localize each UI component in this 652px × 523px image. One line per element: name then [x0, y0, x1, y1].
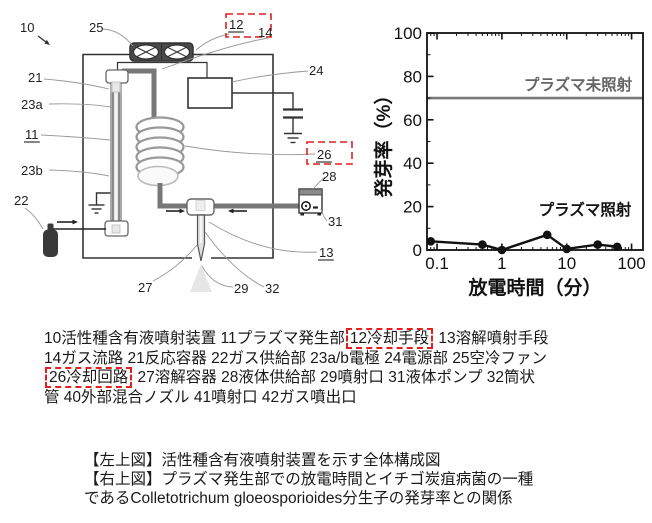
- spray-nozzle: [196, 214, 206, 262]
- y-tick-label: 80: [403, 67, 422, 86]
- reference-list-line: 26冷却回路 27溶解容器 28液体供給部 29噴射口 31液体ポンプ 32筒状: [44, 367, 629, 388]
- electrode-wire: [116, 61, 208, 78]
- caption-right-figure: 【右上図】プラズマ発生部での放電時間とイチゴ炭疽病菌の一種: [84, 471, 534, 488]
- data-point: [426, 237, 436, 246]
- data-point: [497, 245, 507, 255]
- reference-item-group: 14ガス流路 21反応容器 22ガス供給部 23a/b電極 24電源部 25空冷…: [44, 349, 548, 367]
- cooling-coil: [135, 116, 185, 187]
- reference-item-highlighted: 12冷却手段: [345, 328, 434, 349]
- figure-captions: 【左上図】活性種含有液噴射装置を示す全体構成図 【右上図】プラズマ発生部での放電…: [84, 451, 644, 508]
- x-axis-label: 放電時間（分）: [467, 276, 601, 299]
- t-junction: [186, 198, 215, 216]
- y-tick-label: 100: [394, 24, 422, 43]
- y-tick-label: 40: [403, 154, 422, 173]
- cooling-fan-icon: [129, 42, 194, 62]
- diagram-label-11: 11: [25, 127, 39, 142]
- apparatus-diagram: 10 25 12 14 24 21 23a 11 23b 22 26 28 31 13 27 29 32: [14, 13, 353, 296]
- diagram-label-28: 28: [322, 169, 336, 184]
- flow-arrows: [57, 208, 247, 225]
- germination-chart: 0.1 1 10 100 0 20 40 60 80 100 プラズマ未照射プラズマ照射放電時間（分…: [372, 24, 646, 299]
- diagram-reference-labels: 10 25 12 14 24 21 23a 11 23b 22 26 28 31 13 27 29 32: [14, 17, 342, 296]
- reference-item-group: 13溶解噴射手段: [434, 330, 549, 347]
- liquid-pipe-left: [157, 183, 188, 209]
- liquid-pump: [298, 188, 323, 216]
- reaction-vessel: [104, 69, 129, 237]
- diagram-label-10: 10: [20, 20, 34, 35]
- data-point: [562, 244, 572, 254]
- diagram-label-26: 26: [317, 147, 331, 162]
- caption-left-figure: 【左上図】活性種含有液噴射装置を示す全体構成図: [84, 452, 441, 469]
- gas-cylinder: [43, 223, 58, 257]
- reference-item-group: 10活性種含有液噴射装置 11プラズマ発生部: [44, 330, 345, 347]
- treated-series-label: プラズマ照射: [539, 200, 632, 219]
- capacitor-ground-symbol: [232, 92, 303, 144]
- data-point: [478, 240, 487, 249]
- diagram-label-14: 14: [258, 25, 272, 40]
- diagram-label-12: 12: [229, 17, 243, 32]
- data-point: [612, 242, 622, 252]
- diagram-label-24: 24: [309, 63, 323, 78]
- x-tick-label: 1: [497, 254, 506, 273]
- control-series-label: プラズマ未照射: [524, 75, 633, 94]
- y-tick-label: 20: [403, 198, 422, 217]
- x-tick-label: 0.1: [425, 254, 449, 273]
- diagram-label-27: 27: [138, 280, 152, 295]
- power-supply-box: [187, 77, 233, 109]
- reference-list-line: 管 40外部混合ノズル 41噴射口 42ガス噴出口: [44, 388, 629, 408]
- red-dashed-box-26: [306, 141, 353, 165]
- gas-flow-pipe: [122, 68, 157, 123]
- caption-right-figure-cont: であるColletotrichum gloeosporioides分生子の発芽率…: [84, 490, 513, 507]
- diagram-label-21: 21: [28, 70, 42, 85]
- plasma-treated-line: [430, 233, 618, 252]
- diagram-label-22: 22: [14, 193, 28, 208]
- spray-cone: [190, 264, 212, 292]
- y-tick-label: 60: [403, 111, 422, 130]
- diagram-label-25: 25: [89, 20, 103, 35]
- y-tick-label: 0: [413, 241, 422, 260]
- reference-item-highlighted: 26冷却回路: [45, 367, 133, 388]
- data-point: [542, 230, 552, 240]
- diagram-label-32: 32: [265, 281, 279, 296]
- diagram-label-29: 29: [234, 281, 248, 296]
- diagram-label-31: 31: [328, 214, 342, 229]
- x-tick-label: 100: [617, 254, 645, 273]
- label10-arrow: [37, 35, 50, 45]
- diagram-label-23b: 23b: [21, 163, 43, 178]
- diagram-label-23a: 23a: [21, 97, 43, 112]
- vessel-ground-symbol: [88, 192, 111, 214]
- red-dashed-box-12: [225, 13, 272, 38]
- diagram-label-13: 13: [319, 245, 333, 260]
- reference-item-group: 管 40外部混合ノズル 41噴射口 42ガス噴出口: [44, 388, 357, 406]
- data-point: [593, 240, 602, 249]
- x-tick-label: 10: [557, 254, 576, 273]
- leader-lines: [24, 28, 328, 288]
- reference-list-line: 14ガス流路 21反応容器 22ガス供給部 23a/b電極 24電源部 25空冷…: [44, 349, 629, 369]
- reference-item-group: 27溶解容器 28液体供給部 29噴射口 31液体ポンプ 32筒状: [133, 369, 536, 386]
- y-axis-label: 発芽率（%）: [372, 86, 395, 199]
